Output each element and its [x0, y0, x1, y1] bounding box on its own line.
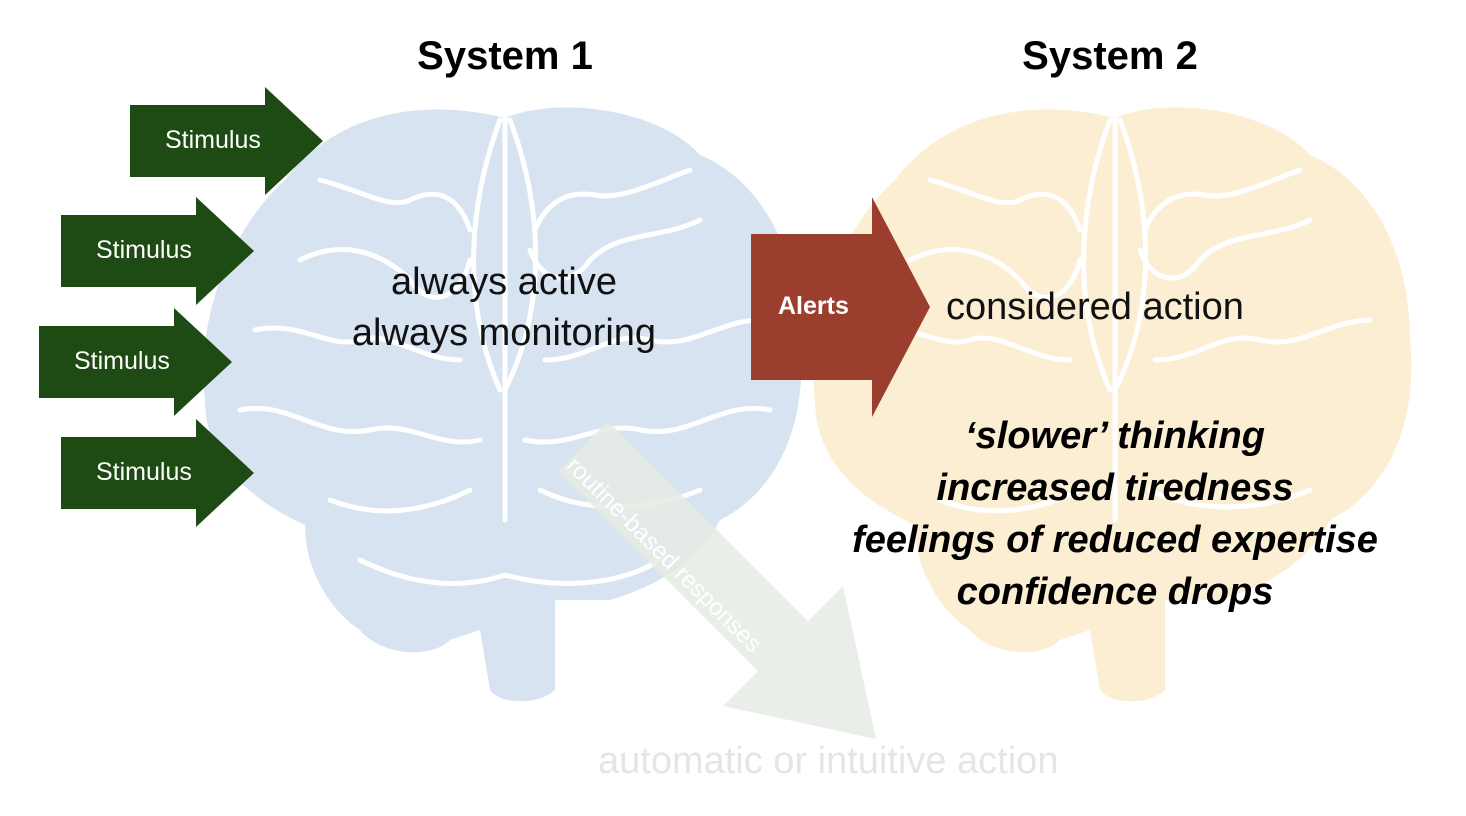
alerts-label: Alerts: [778, 292, 849, 320]
effect-slower-thinking: ‘slower’ thinking: [965, 415, 1265, 457]
alerts-arrow: [751, 197, 930, 417]
routine-arrow-shape: [558, 421, 876, 739]
system1-line-2: always monitoring: [351, 312, 657, 354]
system2-brain-shape: [813, 107, 1412, 702]
stimulus-label-1: Stimulus: [165, 126, 261, 154]
stimulus-arrow-4: [61, 419, 254, 527]
system2-brain-folds: [862, 115, 1373, 523]
stimulus-label-2: Stimulus: [96, 236, 192, 264]
automatic-action-text: automatic or intuitive action: [598, 740, 1059, 782]
system1-line-1: always active: [391, 261, 617, 303]
stimulus-arrow-3: [39, 308, 232, 416]
system2-brain-icon: [813, 107, 1412, 702]
effect-confidence-drops: confidence drops: [956, 571, 1274, 613]
stimulus-arrow-1: [130, 87, 323, 195]
effect-increased-tiredness: increased tiredness: [936, 467, 1294, 509]
stimulus-label-3: Stimulus: [74, 347, 170, 375]
stimulus-label-4: Stimulus: [96, 458, 192, 486]
effect-reduced-expertise: feelings of reduced expertise: [852, 519, 1378, 561]
considered-action-text: considered action: [946, 286, 1244, 328]
system2-title: System 2: [1022, 34, 1198, 78]
system1-title: System 1: [417, 34, 593, 78]
system2-effects: ‘slower’ thinking increased tiredness fe…: [805, 410, 1425, 618]
stimulus-arrow-2: [61, 197, 254, 305]
system1-text: always active always monitoring: [300, 257, 708, 359]
